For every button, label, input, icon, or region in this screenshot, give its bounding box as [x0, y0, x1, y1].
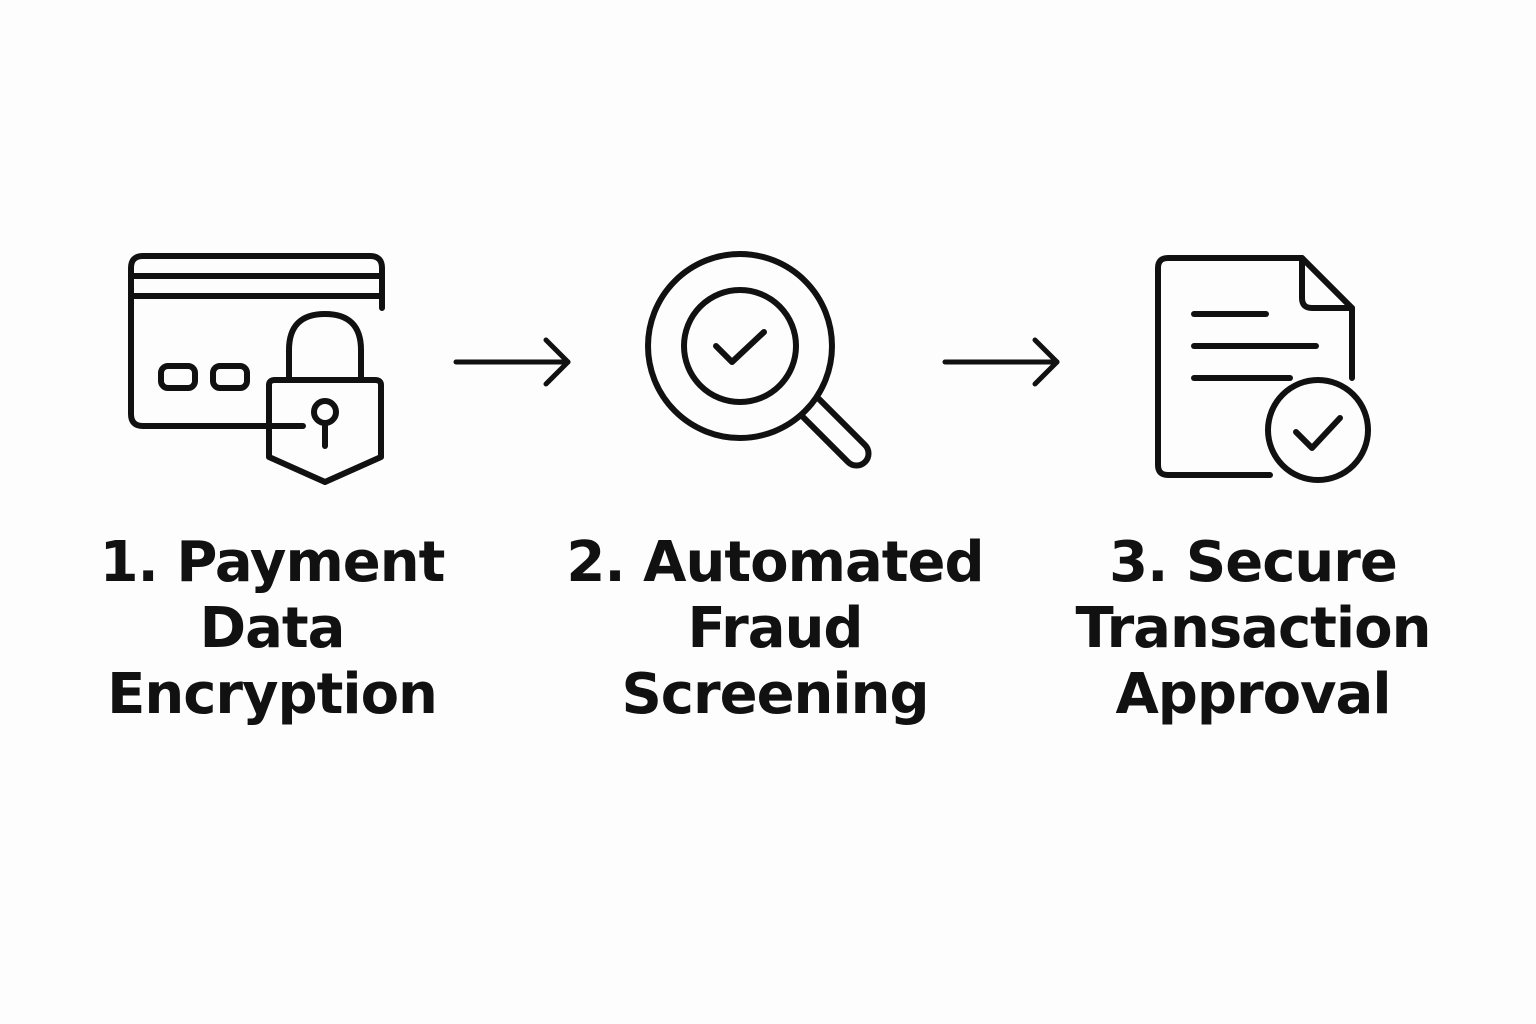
step-1-label-line-2: Data [199, 596, 346, 661]
step-3-label-line-3: Approval [1115, 662, 1391, 727]
document-check-icon [1155, 255, 1371, 483]
step-2-label-line-3: Screening [621, 662, 929, 727]
step-2-label-line-1: 2. Automated [566, 530, 984, 595]
arrow-right-icon [942, 337, 1060, 387]
step-1-label: 1. Payment Data Encryption [62, 530, 482, 728]
step-2-label: 2. Automated Fraud Screening [565, 530, 985, 728]
credit-card-lock-icon [128, 253, 385, 485]
step-2-label-line-2: Fraud [687, 596, 863, 661]
step-3-label-line-1: 3. Secure [1109, 530, 1398, 595]
magnifier-check-icon [645, 251, 872, 469]
arrow-right-icon [453, 337, 571, 387]
step-3-label-line-2: Transaction [1075, 596, 1432, 661]
step-3-label: 3. Secure Transaction Approval [1043, 530, 1463, 728]
step-1-label-line-3: Encryption [107, 662, 438, 727]
step-1-label-line-1: 1. Payment [99, 530, 446, 595]
